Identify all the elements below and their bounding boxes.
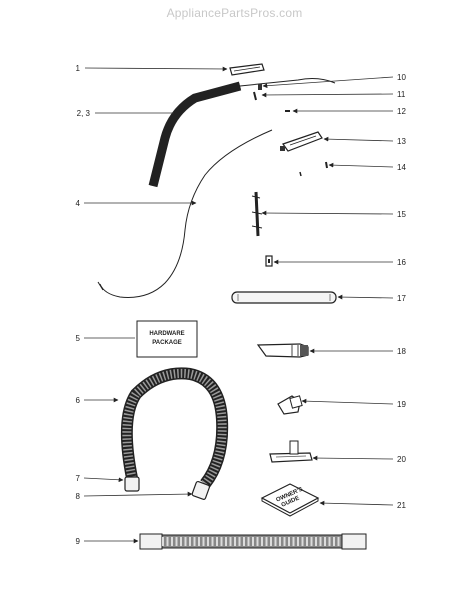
callout-18: 18 [397, 347, 406, 356]
callout-12: 12 [397, 107, 406, 116]
callout-7: 7 [76, 474, 81, 483]
callout-8: 8 [76, 492, 81, 501]
part-16-clip [265, 255, 273, 267]
callout-5: 5 [76, 334, 81, 343]
part-14-small-piece [299, 161, 328, 177]
part-4-cord [97, 129, 273, 298]
hardware-package-line1: HARDWARE [149, 331, 184, 337]
part-1-bracket [229, 63, 265, 76]
part-9-long-hose [139, 533, 367, 550]
part-15-rod [251, 191, 263, 237]
watermark: AppliancePartsPros.com [166, 6, 303, 20]
callout-labels: 1 2, 3 4 5 6 7 8 9 10 11 12 13 14 15 16 … [76, 64, 407, 546]
part-13-bracket [280, 131, 323, 152]
part-10-small-piece [258, 84, 262, 90]
part-19-upholstery-tool [277, 395, 303, 415]
callout-13: 13 [397, 137, 406, 146]
part-8-hose-end [191, 480, 211, 500]
callout-6: 6 [76, 396, 81, 405]
part-6-hose [120, 367, 229, 488]
callout-10: 10 [397, 73, 406, 82]
part-21-owners-guide: OWNER'S GUIDE [260, 483, 320, 517]
callout-19: 19 [397, 400, 406, 409]
callout-9: 9 [76, 537, 81, 546]
callout-14: 14 [397, 163, 406, 172]
callout-11: 11 [397, 90, 406, 99]
part-7-hose-cuff [124, 476, 140, 492]
callout-17: 17 [397, 294, 406, 303]
leader-lines [83, 66, 394, 544]
callout-21: 21 [397, 501, 406, 510]
hardware-package-line2: PACKAGE [152, 340, 182, 346]
part-20-floor-brush [269, 440, 313, 463]
callout-1: 1 [76, 64, 81, 73]
part-11-screw [253, 91, 257, 101]
callout-16: 16 [397, 258, 406, 267]
callout-4: 4 [76, 199, 81, 208]
callout-2-3: 2, 3 [77, 109, 91, 118]
callout-20: 20 [397, 455, 406, 464]
part-5-hardware-package: HARDWARE PACKAGE [136, 320, 198, 358]
part-17-tube [231, 291, 337, 304]
part-18-crevice-tool [256, 343, 309, 358]
callout-15: 15 [397, 210, 406, 219]
